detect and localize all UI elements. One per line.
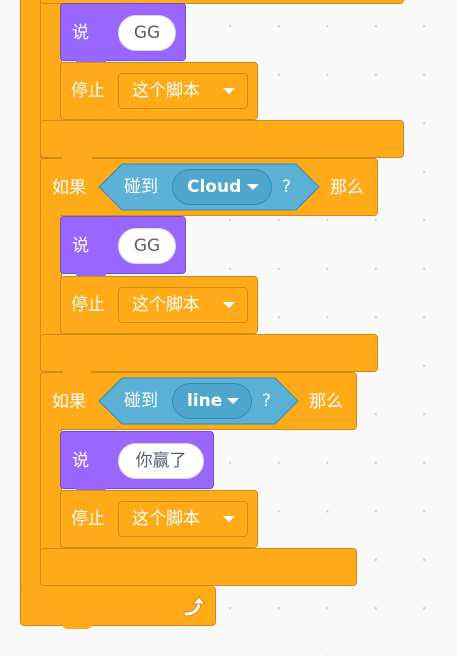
say-block-1[interactable]: 说 GG: [60, 3, 186, 61]
then-keyword: 那么: [309, 392, 343, 412]
then-keyword: 那么: [330, 178, 364, 198]
if1-bottom[interactable]: [40, 120, 404, 158]
stop-option-label: 这个脚本: [132, 81, 200, 101]
say-keyword: 说: [72, 236, 89, 256]
if-keyword: 如果: [52, 178, 86, 198]
chevron-down-icon: [247, 184, 259, 190]
stop-keyword: 停止: [71, 81, 105, 101]
stop-option-dropdown[interactable]: 这个脚本: [118, 501, 248, 537]
say-block-3[interactable]: 说 你赢了: [60, 431, 214, 489]
repeat-arrow-icon: [181, 595, 207, 619]
say-text-input[interactable]: GG: [118, 15, 176, 51]
question-mark: ?: [262, 391, 272, 411]
if-keyword: 如果: [52, 392, 86, 412]
touching-target-dropdown[interactable]: Cloud: [172, 169, 272, 205]
touching-keyword: 碰到: [124, 391, 158, 411]
stop-option-dropdown[interactable]: 这个脚本: [118, 287, 248, 323]
chevron-down-icon: [223, 516, 235, 522]
chevron-down-icon: [223, 302, 235, 308]
touching-target-label: Cloud: [187, 177, 242, 197]
stop-block-2[interactable]: 停止 这个脚本: [60, 276, 258, 334]
chevron-down-icon: [223, 88, 235, 94]
stop-option-label: 这个脚本: [132, 509, 200, 529]
say-block-2[interactable]: 说 GG: [60, 216, 186, 274]
stop-block-1[interactable]: 停止 这个脚本: [60, 62, 258, 120]
touching-keyword: 碰到: [124, 177, 158, 197]
say-text-input[interactable]: 你赢了: [118, 443, 204, 479]
stop-option-dropdown[interactable]: 这个脚本: [118, 73, 248, 109]
chevron-down-icon: [227, 398, 239, 404]
forever-bottom-notch: [62, 624, 92, 629]
stop-keyword: 停止: [71, 295, 105, 315]
touching-target-dropdown[interactable]: line: [172, 383, 252, 419]
stop-block-3[interactable]: 停止 这个脚本: [60, 490, 258, 548]
if2-bottom[interactable]: [40, 334, 378, 372]
if2-arm[interactable]: [40, 214, 62, 344]
if2-top-notch: [62, 152, 92, 159]
stop-keyword: 停止: [71, 509, 105, 529]
touching-target-label: line: [187, 391, 223, 411]
say-text-input[interactable]: GG: [118, 228, 176, 264]
if3-arm[interactable]: [40, 428, 62, 558]
touching-sensor-3[interactable]: 碰到 line ?: [98, 377, 299, 425]
touching-sensor-2[interactable]: 碰到 Cloud ?: [98, 163, 320, 211]
if3-top-notch: [62, 368, 92, 374]
say-keyword: 说: [72, 23, 89, 43]
question-mark: ?: [282, 177, 292, 197]
if3-bottom[interactable]: [40, 548, 357, 586]
say-keyword: 说: [72, 451, 89, 471]
forever-loop-arm[interactable]: [20, 0, 42, 592]
forever-loop-bottom[interactable]: [20, 586, 216, 626]
stop-option-label: 这个脚本: [132, 295, 200, 315]
